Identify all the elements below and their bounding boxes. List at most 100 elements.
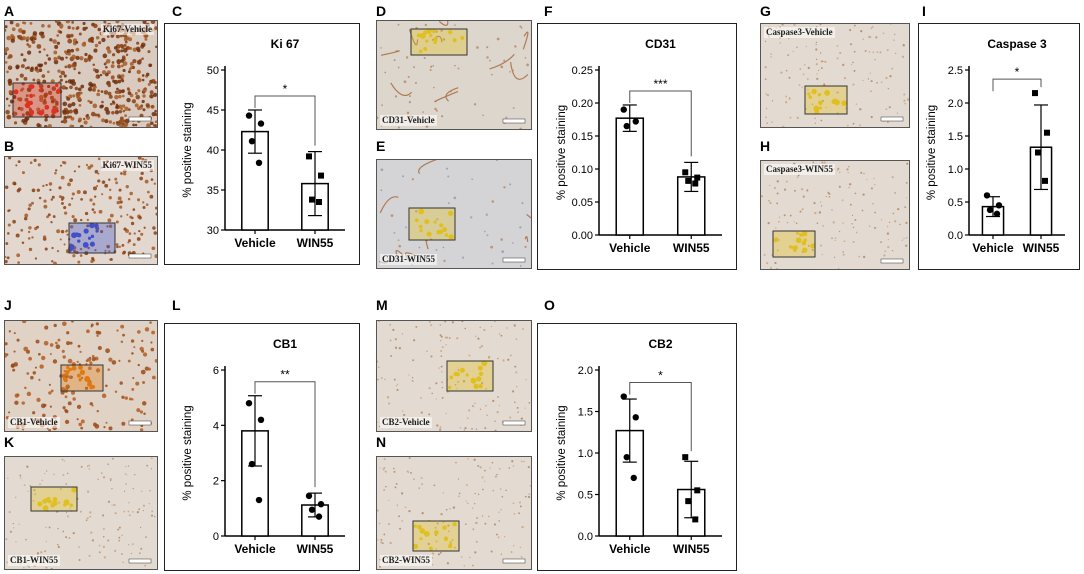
stained-cell bbox=[32, 411, 36, 415]
stained-cell bbox=[36, 44, 42, 49]
stained-cell bbox=[778, 239, 780, 241]
stained-cell bbox=[115, 181, 119, 185]
stained-cell bbox=[500, 65, 504, 69]
stained-cell bbox=[128, 544, 130, 546]
stained-cell bbox=[778, 216, 781, 218]
stained-cell bbox=[785, 95, 788, 98]
stained-cell bbox=[77, 344, 81, 348]
stained-cell bbox=[475, 540, 478, 543]
stained-cell bbox=[34, 493, 37, 495]
stained-cell bbox=[52, 359, 58, 364]
stained-cell bbox=[53, 261, 57, 264]
stained-cell bbox=[44, 325, 49, 330]
stained-cell bbox=[62, 321, 67, 327]
stained-cell bbox=[439, 324, 442, 326]
stained-cell bbox=[71, 101, 76, 107]
stained-cell bbox=[102, 514, 105, 517]
stained-cell bbox=[54, 44, 59, 49]
stained-cell bbox=[442, 246, 445, 249]
stained-cell bbox=[88, 464, 91, 467]
stained-cell bbox=[433, 484, 436, 487]
highlighted-cell bbox=[95, 229, 99, 233]
stained-cell bbox=[134, 123, 138, 127]
stained-cell bbox=[869, 225, 871, 227]
micrograph-ki67-vehicle: Ki67-Vehicle bbox=[4, 20, 158, 128]
stained-cell bbox=[5, 255, 7, 259]
y-tick-label: 4 bbox=[213, 420, 219, 432]
stained-cell bbox=[58, 195, 62, 199]
stained-cell bbox=[50, 79, 55, 84]
stained-cell bbox=[815, 48, 818, 51]
stained-cell bbox=[45, 183, 48, 187]
stained-cell bbox=[107, 83, 112, 88]
chart-svg: Caspase 30.00.51.01.52.02.5% positive st… bbox=[926, 37, 1065, 255]
stained-cell bbox=[119, 125, 123, 127]
stained-cell bbox=[17, 160, 21, 164]
stained-cell bbox=[833, 256, 836, 258]
stained-cell bbox=[140, 547, 143, 550]
panel-letter-g: G bbox=[760, 3, 771, 19]
region-box bbox=[60, 364, 104, 392]
data-point bbox=[318, 172, 324, 179]
stained-cell bbox=[19, 88, 24, 92]
stained-cell bbox=[15, 233, 20, 238]
stained-cell bbox=[870, 27, 873, 30]
stained-cell bbox=[457, 369, 460, 371]
stained-cell bbox=[96, 409, 100, 413]
stained-cell bbox=[23, 58, 27, 62]
stained-cell bbox=[848, 183, 852, 186]
highlighted-cell bbox=[811, 88, 817, 95]
micrograph-caption: Ki67-Vehicle bbox=[100, 24, 154, 35]
stained-cell bbox=[77, 165, 81, 168]
y-axis-label: % positive staining bbox=[556, 405, 568, 500]
stained-cell bbox=[815, 41, 818, 44]
stained-cell bbox=[56, 229, 61, 234]
stained-cell bbox=[78, 32, 82, 36]
stained-cell bbox=[8, 157, 12, 160]
stained-cell bbox=[154, 109, 157, 113]
stained-cell bbox=[59, 487, 62, 491]
stained-cell bbox=[150, 457, 153, 460]
stained-cell bbox=[95, 322, 99, 326]
stained-cell bbox=[861, 209, 864, 212]
stained-cell bbox=[76, 190, 81, 194]
stained-cell bbox=[128, 397, 132, 401]
highlighted-cell bbox=[476, 376, 482, 382]
stained-cell bbox=[63, 370, 66, 373]
stained-cell bbox=[901, 55, 905, 58]
stained-cell bbox=[67, 52, 71, 56]
stained-cell bbox=[47, 24, 51, 28]
stained-cell bbox=[870, 187, 873, 190]
stained-cell bbox=[118, 526, 121, 529]
stained-cell bbox=[98, 41, 102, 45]
chart-title: Ki 67 bbox=[271, 37, 300, 51]
stained-cell bbox=[15, 64, 20, 69]
data-point bbox=[620, 106, 627, 113]
stained-cell bbox=[393, 470, 396, 473]
stained-cell bbox=[488, 515, 490, 518]
stained-cell bbox=[45, 566, 48, 569]
stained-cell bbox=[23, 566, 25, 569]
stained-cell bbox=[837, 167, 840, 170]
stained-cell bbox=[92, 63, 96, 67]
stained-cell bbox=[110, 479, 112, 482]
micrograph-caspase3-win55: Caspase3-WIN55 bbox=[760, 160, 910, 270]
stained-cell bbox=[27, 490, 29, 492]
micrograph-image bbox=[5, 457, 157, 569]
stained-cell bbox=[801, 208, 804, 211]
stained-cell bbox=[460, 556, 463, 558]
stained-cell bbox=[448, 530, 450, 533]
stained-cell bbox=[67, 35, 71, 39]
stained-cell bbox=[122, 109, 126, 113]
stained-cell bbox=[129, 61, 134, 66]
stained-cell bbox=[904, 206, 907, 208]
stained-cell bbox=[43, 124, 48, 127]
stained-cell bbox=[389, 339, 392, 342]
stained-cell bbox=[61, 160, 65, 164]
stained-cell bbox=[102, 528, 105, 530]
stained-cell bbox=[405, 56, 409, 59]
stained-cell bbox=[63, 243, 66, 246]
stained-cell bbox=[481, 382, 484, 385]
stained-cell bbox=[825, 106, 827, 109]
stained-cell bbox=[389, 541, 392, 545]
